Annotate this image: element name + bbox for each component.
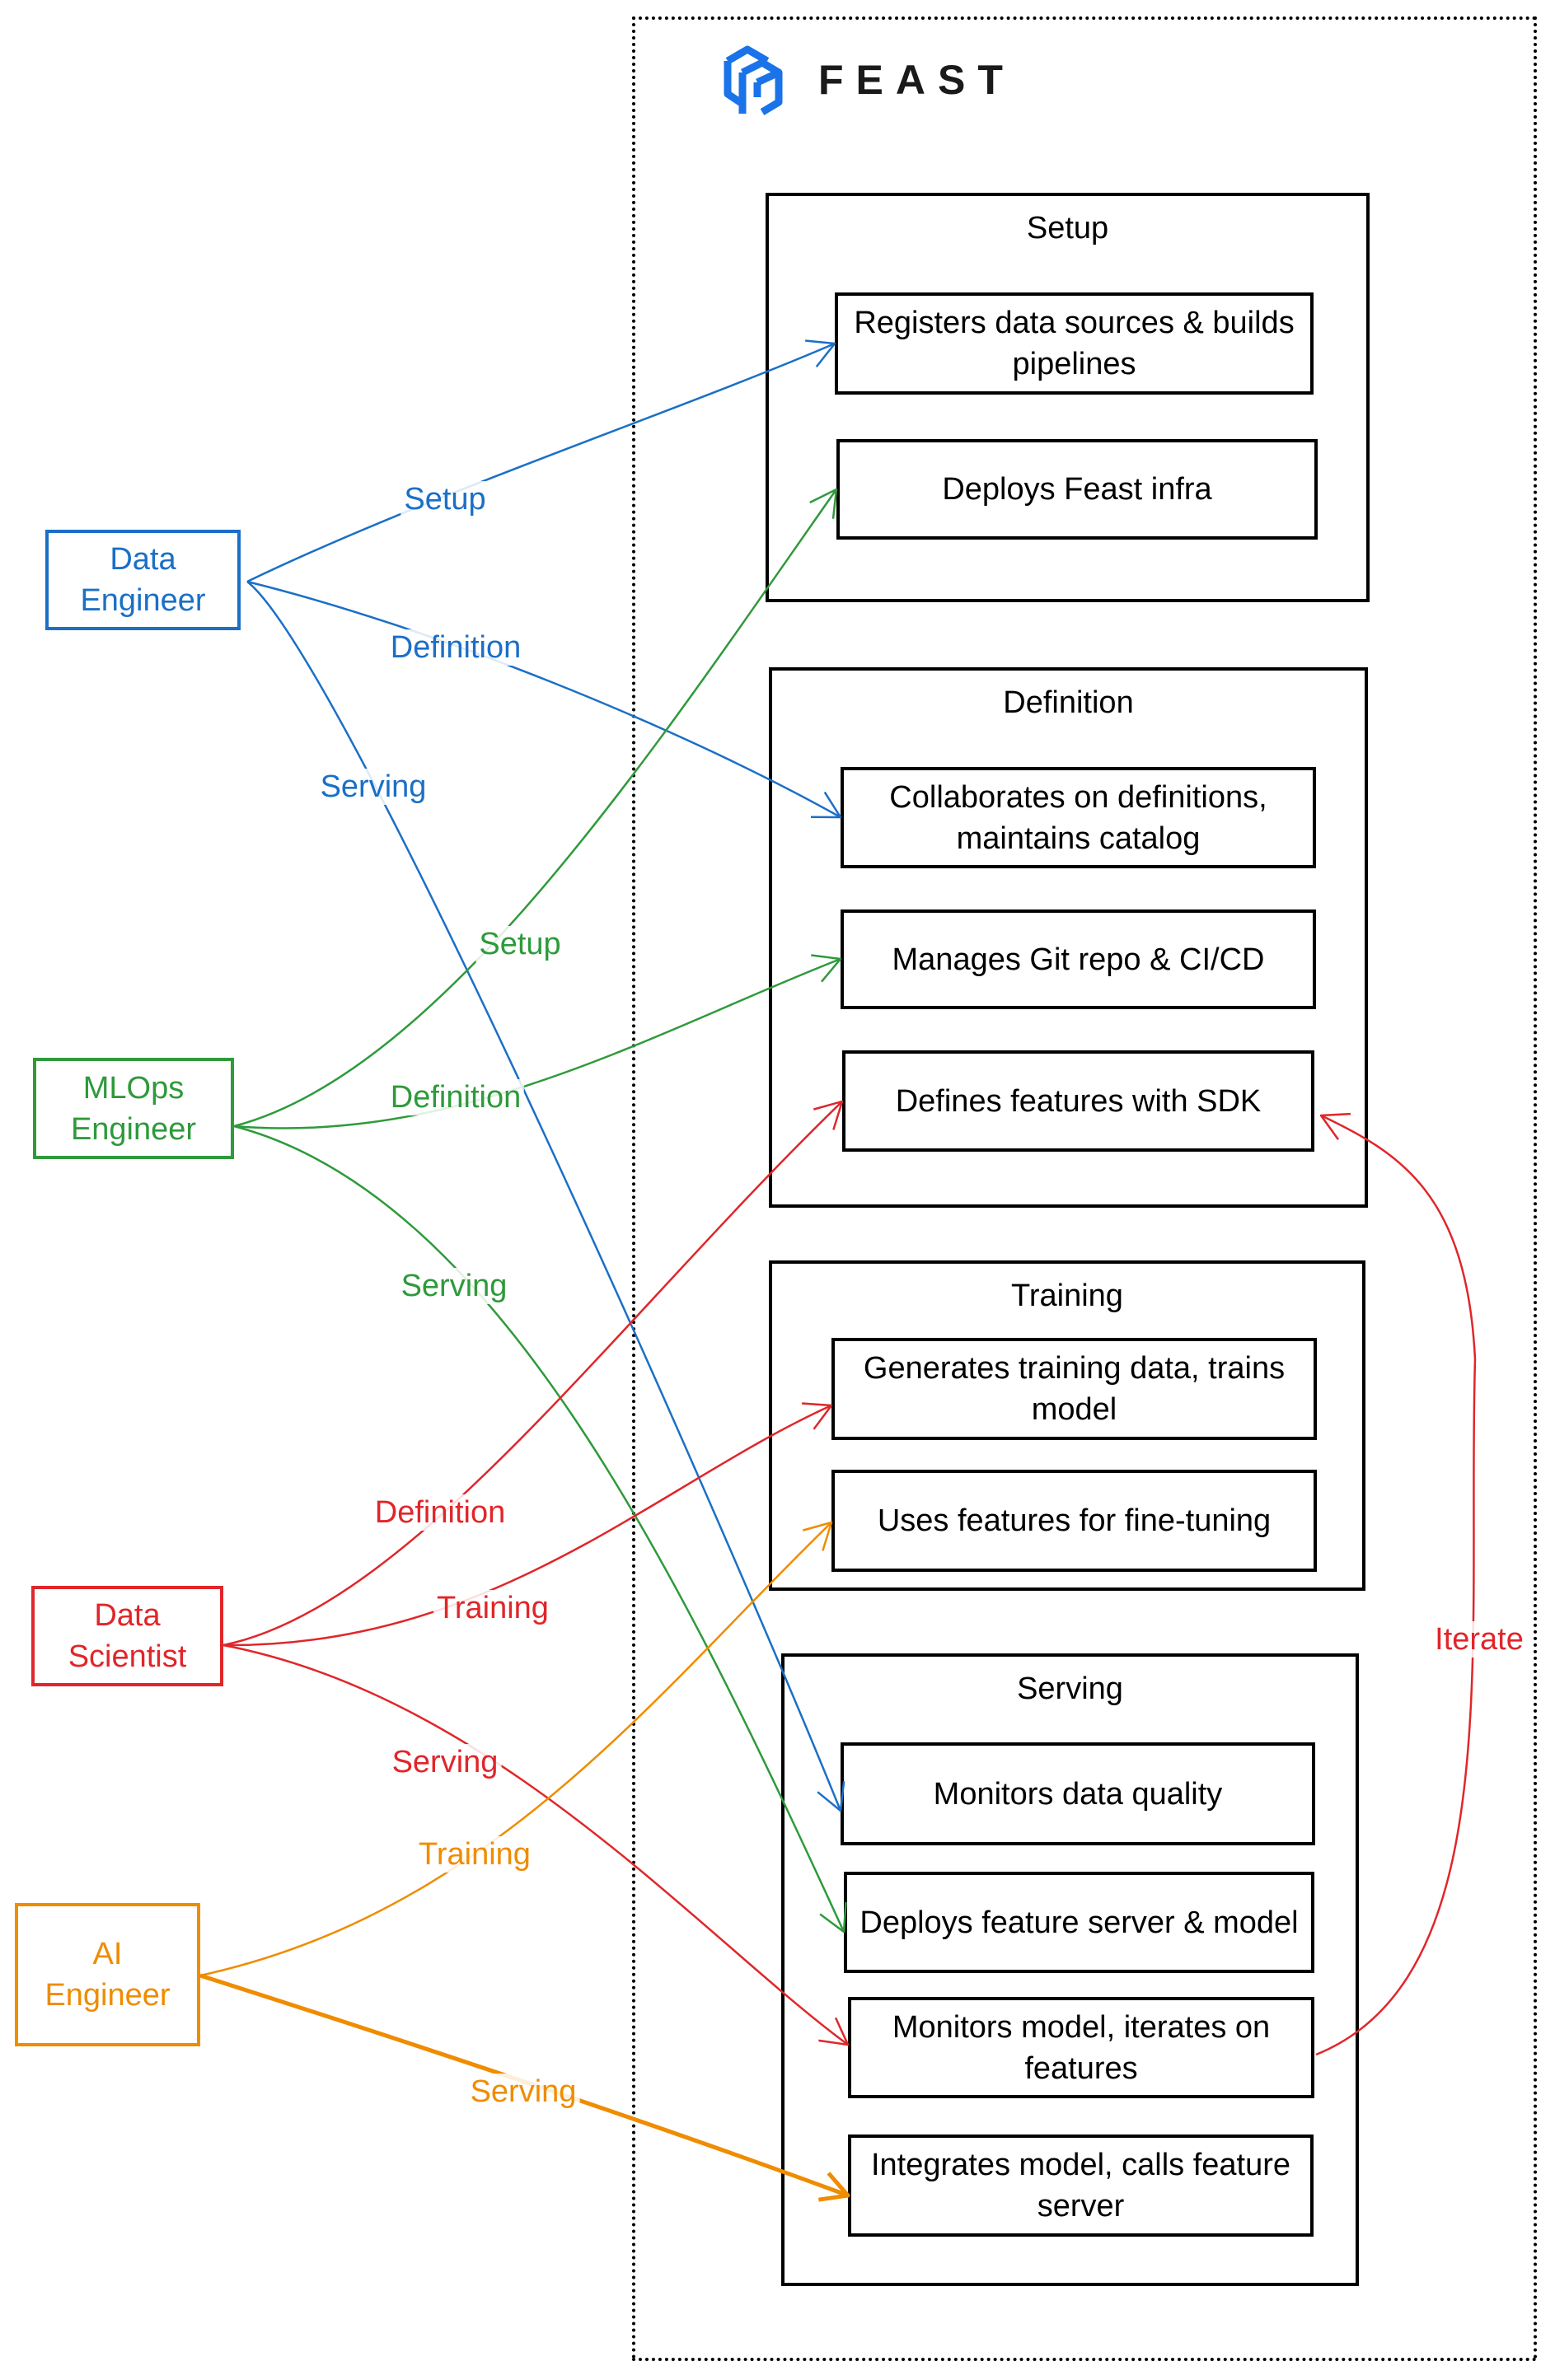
arrowhead <box>809 488 838 519</box>
arrowhead <box>818 2172 850 2202</box>
task-monitors-model: Monitors model, iterates on features <box>848 1997 1314 2098</box>
stage-training: Training <box>769 1260 1365 1591</box>
edge-data_scientist-to-defines_features <box>222 1101 843 1647</box>
stage-serving: Serving <box>781 1653 1359 2286</box>
edge-mlops_engineer-to-manages_git <box>233 957 841 1129</box>
role-ai-engineer: AI Engineer <box>15 1903 200 2046</box>
stage-definition: Definition <box>769 667 1368 1208</box>
edge-ai_engineer-to-fine_tuning <box>199 1522 832 1977</box>
task-monitors-data-quality: Monitors data quality <box>841 1742 1315 1845</box>
edge-mlops_engineer-to-deploys_server <box>233 1125 845 1933</box>
task-deploys-feast-infra: Deploys Feast infra <box>836 439 1318 540</box>
edge-data_scientist-to-monitors_model <box>222 1644 849 2046</box>
task-generates-training-data: Generates training data, trains model <box>831 1338 1317 1440</box>
arrowhead <box>819 1902 847 1933</box>
arrowhead <box>810 791 842 819</box>
stage-title: Training <box>1011 1279 1123 1313</box>
edge-data_engineer-to-registers <box>246 342 836 583</box>
edge-mlops_engineer-to-deploys_infra <box>233 489 838 1128</box>
arrowhead <box>1319 1112 1351 1140</box>
role-mlops-engineer: MLOps Engineer <box>33 1058 234 1159</box>
arrowhead <box>802 1521 833 1551</box>
task-collaborates-on-definitions: Collaborates on definitions, maintains c… <box>841 767 1316 868</box>
task-registers-data-sources: Registers data sources & builds pipeline… <box>835 292 1314 395</box>
feast-logo-text: FEAST <box>818 57 1015 103</box>
edge-ai_engineer-to-integrates_model <box>199 1973 849 2198</box>
task-uses-features-for-fine-tuning: Uses features for fine-tuning <box>831 1470 1317 1572</box>
stage-title: Definition <box>1003 685 1134 720</box>
stage-setup: Setup <box>766 193 1370 602</box>
stage-title: Setup <box>1026 211 1109 245</box>
arrowhead <box>817 1781 845 1812</box>
feast-logo-icon <box>724 45 783 115</box>
arrowhead <box>813 1100 844 1130</box>
task-defines-features-with-sdk: Defines features with SDK <box>842 1050 1314 1152</box>
task-integrates-model: Integrates model, calls feature server <box>848 2135 1314 2237</box>
arrowhead <box>802 1402 833 1430</box>
arrowhead <box>805 339 836 368</box>
edge-data_engineer-to-collaborates <box>246 580 841 819</box>
task-manages-git-repo: Manages Git repo & CI/CD <box>841 909 1316 1009</box>
edge-data_scientist-to-generates_training <box>222 1404 832 1647</box>
task-deploys-feature-server: Deploys feature server & model <box>844 1872 1314 1973</box>
feast-logo: FEAST <box>721 43 1015 117</box>
role-data-engineer: Data Engineer <box>45 530 241 630</box>
arrowhead <box>818 2017 850 2046</box>
role-data-scientist: Data Scientist <box>31 1586 223 1686</box>
arrowhead <box>811 954 842 983</box>
feast-boundary <box>632 16 1537 2361</box>
edge-data_engineer-to-monitors_quality <box>246 581 842 1812</box>
edge-monitors_model-to-defines_features <box>1315 1114 1477 2056</box>
stage-title: Serving <box>1017 1672 1123 1706</box>
